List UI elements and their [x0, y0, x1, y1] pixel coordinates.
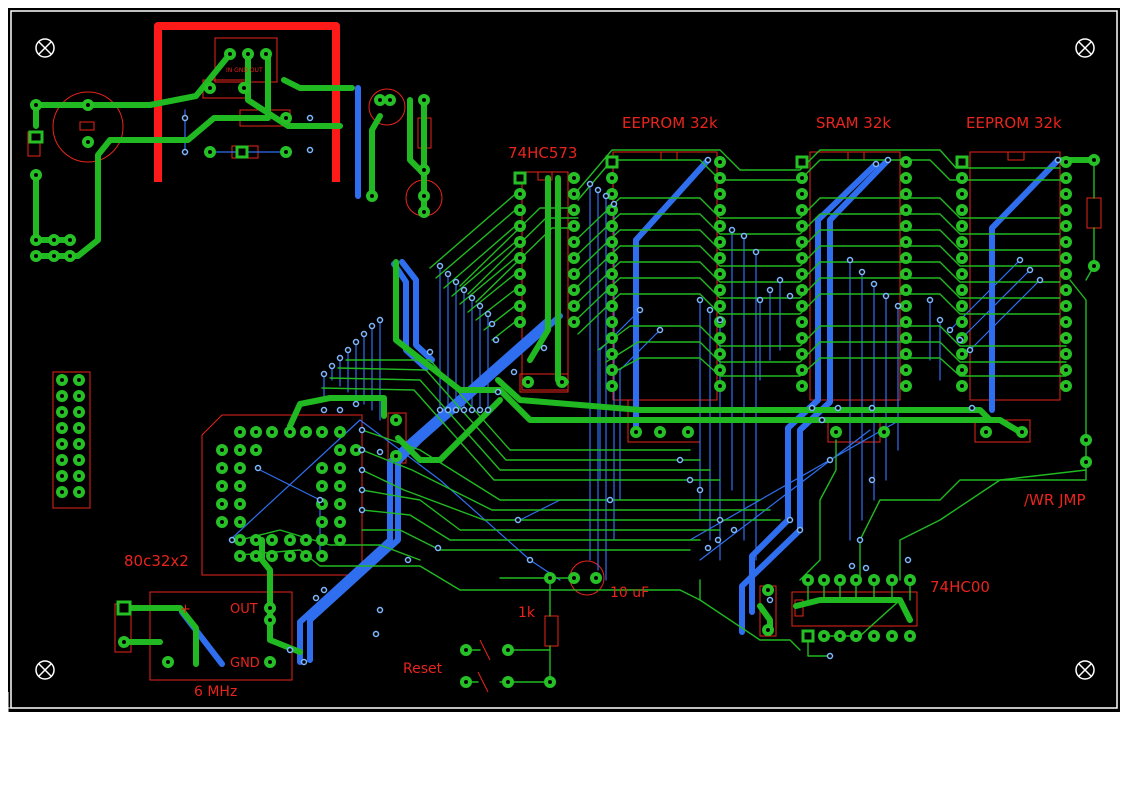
label-regulator-pins: IN GND OUT	[226, 67, 263, 74]
label-capacitor: 10 uF	[610, 585, 649, 601]
label-osc-plus: +	[180, 602, 191, 617]
top-copper-layer	[33, 51, 1097, 683]
label-sram: SRAM 32k	[816, 114, 891, 132]
label-wr-jumper: /WR JMP	[1024, 491, 1086, 509]
bottom-copper-layer	[179, 85, 1061, 667]
label-crystal: 6 MHz	[194, 684, 237, 700]
label-osc-gnd: GND	[230, 656, 260, 671]
label-mcu: 80c32x2	[124, 552, 189, 570]
via-icon	[181, 114, 1062, 666]
label-osc-out: OUT	[230, 602, 258, 617]
label-latch: 74HC573	[508, 144, 577, 162]
label-eeprom-1: EEPROM 32k	[622, 114, 718, 132]
board-background	[8, 8, 1120, 712]
label-reset: Reset	[403, 661, 443, 677]
pad-square	[28, 130, 969, 643]
mounting-hole-icon	[35, 38, 1095, 680]
label-nand-gate: 74HC00	[930, 578, 990, 596]
label-resistor: 1k	[518, 605, 536, 621]
board-outline	[10, 10, 1118, 709]
label-eeprom-2: EEPROM 32k	[966, 114, 1062, 132]
